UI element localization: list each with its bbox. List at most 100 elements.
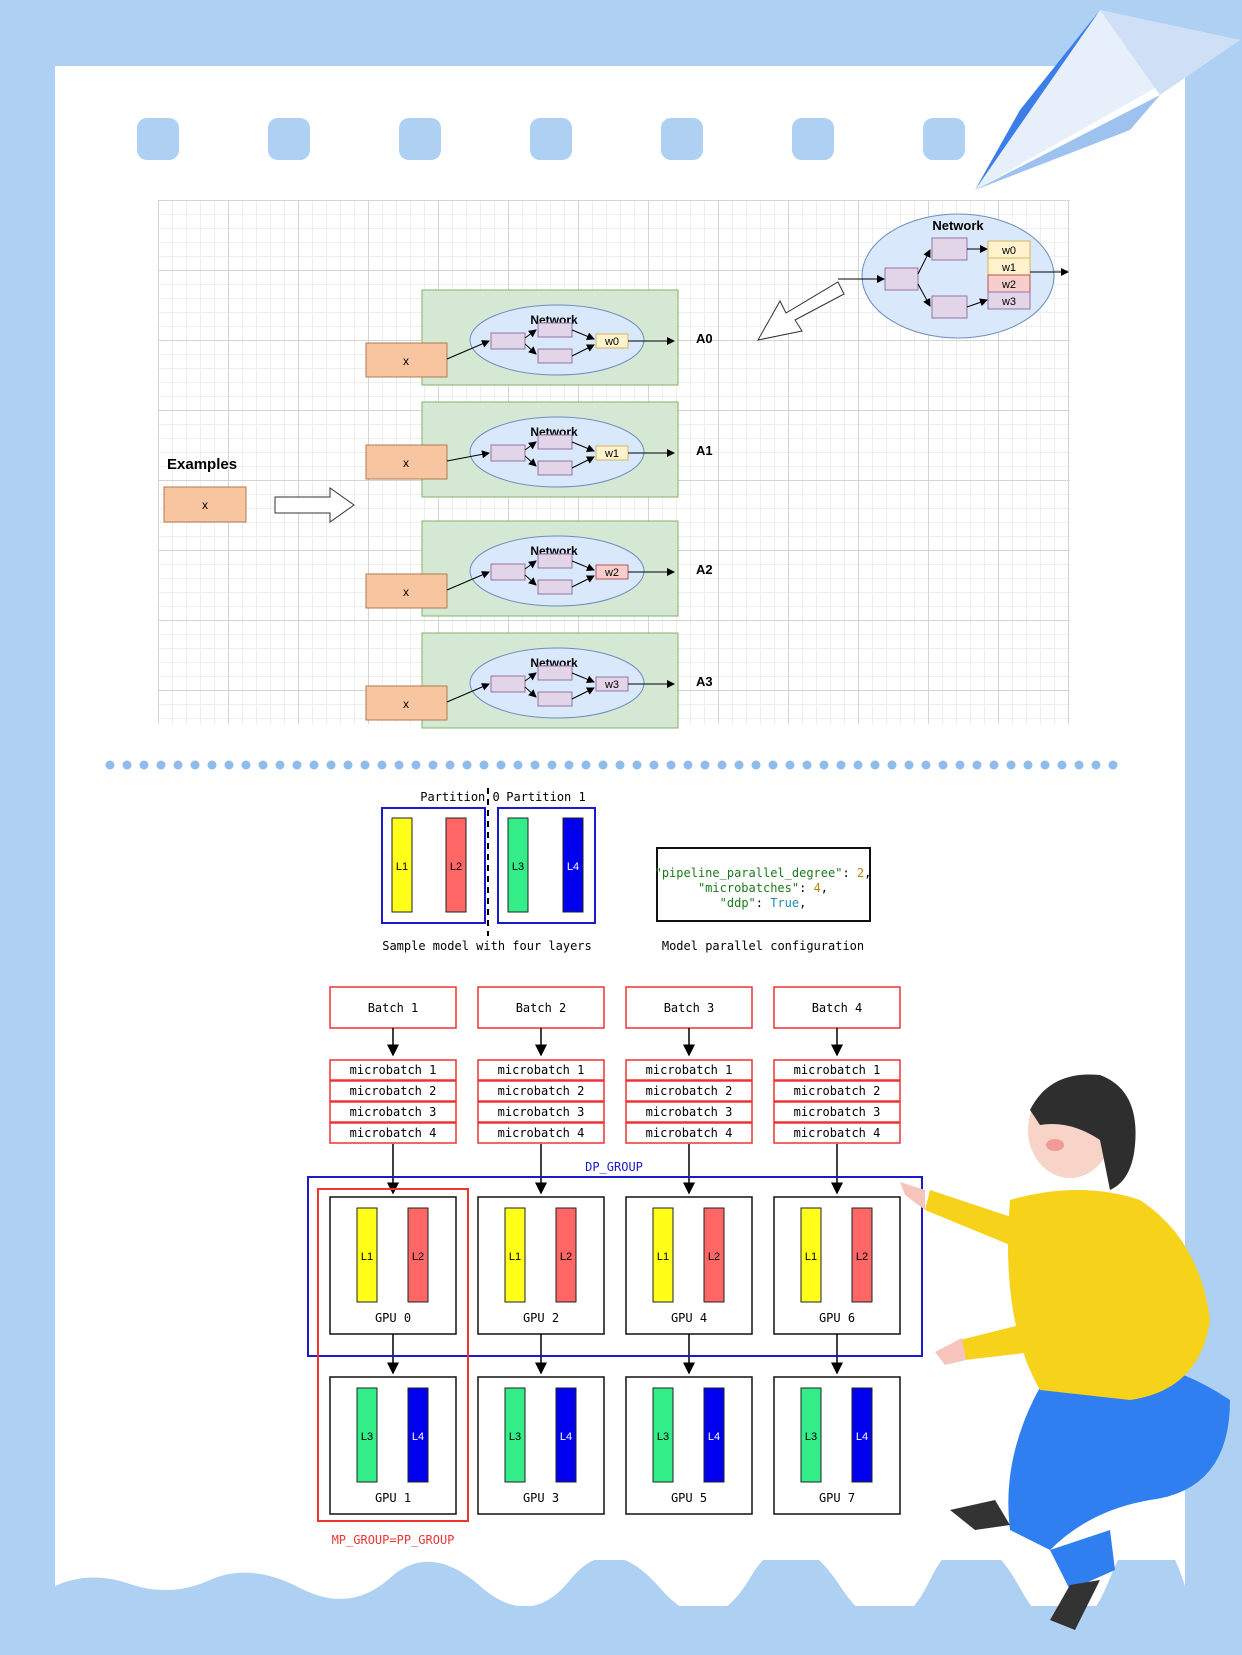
config-box — [656, 847, 871, 922]
divider-dot — [105, 760, 115, 770]
gpu-layer-l2 — [555, 1207, 577, 1303]
divider-dot — [785, 760, 795, 770]
layer-label: L3 — [512, 861, 524, 873]
divider-dot — [207, 760, 217, 770]
divider-dot — [1023, 760, 1033, 770]
microbatch-box — [329, 1101, 457, 1123]
microbatch-box — [329, 1059, 457, 1081]
replica-input-box — [365, 444, 448, 480]
replica-input-label: x — [403, 456, 409, 470]
paper-plane-icon — [975, 10, 1240, 190]
divider-dot — [122, 760, 132, 770]
gpu-layer-label: L2 — [856, 1251, 868, 1263]
replica-input-label: x — [403, 585, 409, 599]
hollow-arrow — [757, 281, 845, 341]
gpu-box — [773, 1196, 901, 1335]
divider-dot — [445, 760, 455, 770]
divider-dot — [649, 760, 659, 770]
microbatch-box — [773, 1059, 901, 1081]
divider-dot — [683, 760, 693, 770]
config-line-3: "ddp": True, — [720, 896, 807, 910]
mp-group-label: MP_GROUP=PP_GROUP — [332, 1533, 455, 1547]
batch-label: Batch 2 — [516, 1001, 567, 1015]
microbatch-label: microbatch 1 — [646, 1063, 733, 1077]
divider-dot — [870, 760, 880, 770]
gpu-layer-l2 — [703, 1207, 725, 1303]
gpu-box — [625, 1196, 753, 1335]
net-node — [537, 665, 573, 681]
weight-label: w0 — [1001, 245, 1016, 257]
gpu-layer-l4 — [407, 1387, 429, 1483]
net-node — [537, 691, 573, 707]
gpu-layer-label: L4 — [412, 1431, 424, 1443]
batch-label: Batch 4 — [812, 1001, 863, 1015]
gpu-layer-label: L3 — [361, 1431, 373, 1443]
divider-dot — [989, 760, 999, 770]
divider-dot — [853, 760, 863, 770]
layer-label: L2 — [450, 861, 462, 873]
gpu-layer-l1 — [652, 1207, 674, 1303]
layer-label: L1 — [396, 861, 408, 873]
binder-hole — [399, 118, 441, 160]
gpu-layer-label: L3 — [805, 1431, 817, 1443]
divider-dot — [224, 760, 234, 770]
gpu-layer-l1 — [800, 1207, 822, 1303]
divider-dot — [360, 760, 370, 770]
divider-dot — [598, 760, 608, 770]
partition-1-label: Partition 1 — [506, 790, 585, 804]
divider-dot — [411, 760, 421, 770]
divider-dot — [1040, 760, 1050, 770]
divider-dot — [547, 760, 557, 770]
divider-dot — [751, 760, 761, 770]
batch-box — [773, 986, 901, 1029]
divider-dot — [428, 760, 438, 770]
gpu-layer-label: L4 — [856, 1431, 868, 1443]
batch-label: Batch 1 — [368, 1001, 419, 1015]
example-input-label: x — [202, 498, 208, 512]
gpu-layer-l2 — [407, 1207, 429, 1303]
config-line-2: "microbatches": 4, — [698, 881, 828, 895]
microbatch-label: microbatch 2 — [350, 1084, 437, 1098]
divider-dot — [479, 760, 489, 770]
weight-label: w2 — [1001, 279, 1016, 291]
divider-dot — [394, 760, 404, 770]
dp-group-box — [307, 1176, 923, 1357]
gpu-label: GPU 1 — [375, 1491, 411, 1505]
replica-network-ellipse — [469, 416, 645, 488]
replica-weight-label: w3 — [604, 679, 619, 691]
layer-l4 — [562, 817, 584, 913]
gpu-box — [625, 1376, 753, 1515]
binder-hole — [530, 118, 572, 160]
net-node — [537, 322, 573, 338]
replica-network-ellipse — [469, 647, 645, 719]
torn-edge — [55, 1560, 1185, 1655]
net-node — [490, 444, 526, 462]
net-node — [490, 332, 526, 350]
microbatch-box — [329, 1080, 457, 1102]
replica-input-label: x — [403, 697, 409, 711]
divider-dot — [139, 760, 149, 770]
microbatch-box — [329, 1122, 457, 1144]
divider-dot — [496, 760, 506, 770]
microbatch-box — [773, 1080, 901, 1102]
replica-weight-label: w0 — [604, 336, 619, 348]
gpu-label: GPU 3 — [523, 1491, 559, 1505]
microbatch-label: microbatch 4 — [794, 1126, 881, 1140]
replica-weight-label: w2 — [604, 567, 619, 579]
divider-dot — [768, 760, 778, 770]
replica-network-ellipse — [469, 535, 645, 607]
caption-left: Sample model with four layers — [382, 939, 592, 953]
divider-dot — [190, 760, 200, 770]
binder-hole — [137, 118, 179, 160]
gpu-label: GPU 4 — [671, 1311, 707, 1325]
divider-dot — [717, 760, 727, 770]
divider-dot — [819, 760, 829, 770]
microbatch-box — [625, 1080, 753, 1102]
layer-l1 — [391, 817, 413, 913]
divider-dot — [275, 760, 285, 770]
dp-group-label: DP_GROUP — [585, 1160, 643, 1174]
gpu-layer-l3 — [504, 1387, 526, 1483]
net-node — [537, 460, 573, 476]
gpu-layer-l2 — [851, 1207, 873, 1303]
divider-dot — [241, 760, 251, 770]
